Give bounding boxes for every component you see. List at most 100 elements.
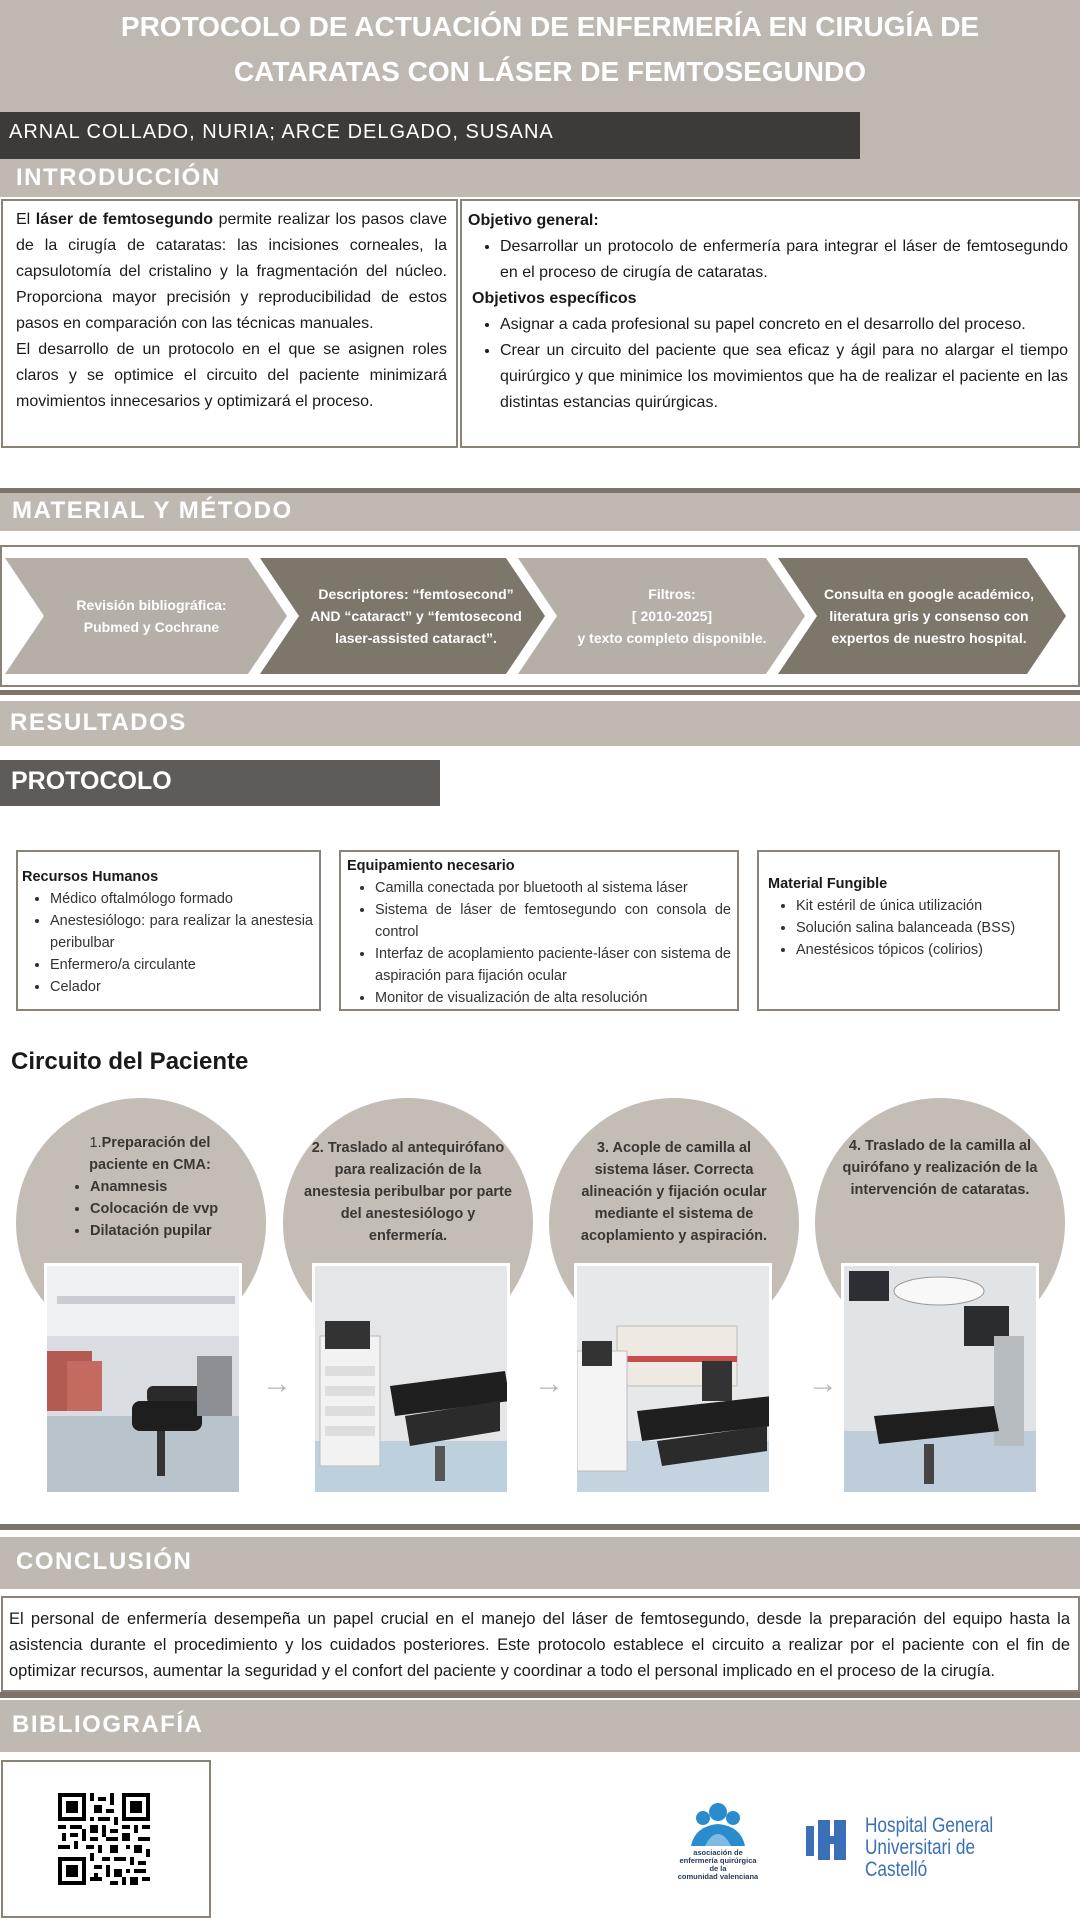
- intro-band: [0, 159, 1080, 197]
- human-resources-item: Celador: [50, 976, 315, 998]
- intro-p1-start: El: [16, 211, 36, 228]
- bibliography-box: [1, 1760, 211, 1918]
- chevron-2: [260, 558, 545, 674]
- bibliography-rule: [0, 1692, 1080, 1698]
- equipment-list: Camilla conectada por bluetooth al siste…: [375, 877, 733, 1009]
- equipment-item: Monitor de visualización de alta resoluc…: [375, 987, 733, 1009]
- step-3-text: 3. Acople de camilla al sistema láser. C…: [580, 1140, 768, 1244]
- method-step-3-line: Filtros:: [648, 586, 696, 602]
- step-1-item: Dilatación pupilar: [90, 1220, 240, 1242]
- step-1-photo: [44, 1263, 242, 1495]
- qr-code-icon[interactable]: [58, 1793, 150, 1885]
- step-1-number: 1.: [89, 1135, 102, 1151]
- step-1-title: Preparación del paciente en CMA:: [89, 1135, 211, 1173]
- conclusion-box: El personal de enfermería desempeña un p…: [1, 1596, 1080, 1692]
- step-4-text: 4. Traslado de la camilla al quirófano y…: [842, 1138, 1038, 1198]
- method-step-3: Filtros: [ 2010-2025] y texto completo dis…: [556, 558, 788, 674]
- association-logo-text: asociación de enfermería quirúrgica de l…: [656, 1849, 780, 1881]
- method-step-4-line: literatura gris y consenso con: [829, 608, 1029, 624]
- hospital-logo-text: Hospital General Universitari de Castell…: [865, 1815, 1041, 1881]
- equipment-box: Equipamiento necesario Camilla conectada…: [339, 850, 739, 1011]
- authors: ARNAL COLLADO, NURIA; ARCE DELGADO, SUSA…: [9, 121, 554, 143]
- hospital-logo-icon: [806, 1820, 846, 1860]
- hospital-name-line-1: Hospital General: [865, 1814, 994, 1837]
- step-3-photo: [574, 1263, 772, 1495]
- intro-p1-rest: permite realizar los pasos clave de la c…: [16, 211, 447, 332]
- conclusion-rule: [0, 1524, 1080, 1530]
- title-line-1: PROTOCOLO DE ACTUACIÓN DE ENFERMERÍA EN …: [120, 11, 980, 42]
- results-rule: [0, 690, 1080, 695]
- human-resources-list: Médico oftalmólogo formado Anestesiólogo…: [50, 888, 315, 998]
- bibliography-heading: BIBLIOGRAFÍA: [12, 1711, 204, 1738]
- human-resources-box: Recursos Humanos Médico oftalmólogo form…: [16, 850, 321, 1011]
- method-rule: [0, 488, 1080, 493]
- human-resources-heading: Recursos Humanos: [22, 869, 159, 885]
- fungible-item: Kit estéril de única utilización: [796, 895, 1054, 917]
- general-objective-item: Desarrollar un protocolo de enfermería p…: [500, 234, 1068, 286]
- objectives-box: Objetivo general: Desarrollar un protoco…: [460, 199, 1080, 448]
- association-line: comunidad valenciana: [677, 1872, 759, 1881]
- conclusion-band: [0, 1537, 1080, 1589]
- hospital-name-line-2: Universitari de Castelló: [865, 1836, 976, 1881]
- chevron-3: [518, 558, 805, 674]
- authors-band: [0, 112, 860, 159]
- step-2-photo: [312, 1263, 510, 1495]
- fungible-item: Solución salina balanceada (BSS): [796, 917, 1054, 939]
- method-step-1-line: Pubmed y Cochrane: [83, 619, 220, 635]
- method-step-2: Descriptores: “femtosecond” AND “cataract…: [300, 558, 532, 674]
- protocol-band: [0, 760, 440, 806]
- fungible-heading: Material Fungible: [768, 876, 888, 892]
- method-step-4-line: Consulta en google académico,: [823, 586, 1035, 602]
- method-step-3-line: y texto completo disponible.: [577, 630, 767, 646]
- intro-heading: INTRODUCCIÓN: [16, 164, 221, 191]
- specific-objectives-heading: Objetivos específicos: [472, 290, 637, 307]
- intro-paragraph-1: El láser de femtosegundo permite realiza…: [16, 207, 447, 337]
- results-heading: RESULTADOS: [10, 709, 187, 736]
- equipment-item: Camilla conectada por bluetooth al siste…: [375, 877, 733, 899]
- chevron-4: [778, 558, 1066, 674]
- intro-text-box: El láser de femtosegundo permite realiza…: [1, 199, 458, 448]
- association-line: de la: [709, 1864, 727, 1873]
- human-resources-item: Médico oftalmólogo formado: [50, 888, 315, 910]
- specific-objectives-list: Asignar a cada profesional su papel conc…: [500, 312, 1068, 416]
- chevron-1: [5, 558, 287, 674]
- method-step-4: Consulta en google académico, literatura …: [816, 558, 1042, 674]
- title-band-right: [860, 112, 1080, 159]
- method-step-2-line: AND “cataract” y “femtosecond: [310, 608, 522, 624]
- equipment-heading: Equipamiento necesario: [347, 858, 515, 874]
- bibliography-band: [0, 1700, 1080, 1752]
- association-line: asociación de: [693, 1848, 743, 1857]
- circuit-arrow-1: →: [262, 1367, 292, 1400]
- human-resources-item: Anestesiólogo: para realizar la anestesi…: [50, 910, 315, 954]
- human-resources-item: Enfermero/a circulante: [50, 954, 315, 976]
- equipment-item: Interfaz de acoplamiento paciente-láser …: [375, 943, 733, 987]
- conclusion-text: El personal de enfermería desempeña un p…: [9, 1610, 1070, 1680]
- circuit-arrow-3: →: [808, 1367, 838, 1400]
- circuit-arrow-2: →: [534, 1367, 564, 1400]
- specific-objective-item: Crear un circuito del paciente que sea e…: [500, 338, 1068, 416]
- step-1-text: 1.Preparación del paciente en CMA: Anamn…: [60, 1132, 240, 1242]
- association-line: enfermería quirúrgica: [679, 1856, 757, 1865]
- general-objective-list: Desarrollar un protocolo de enfermería p…: [500, 234, 1068, 286]
- step-1-item: Anamnesis: [90, 1176, 240, 1198]
- title-band: [0, 0, 1080, 112]
- method-step-2-line: Descriptores: “femtosecond”: [318, 586, 514, 602]
- method-chevrons: [5, 558, 1066, 674]
- specific-objective-item: Asignar a cada profesional su papel conc…: [500, 312, 1068, 338]
- fungible-list: Kit estéril de única utilización Solució…: [796, 895, 1054, 961]
- step-2-text: 2. Traslado al antequirófano para realiz…: [304, 1140, 512, 1244]
- method-step-4-line: expertos de nuestro hospital.: [831, 630, 1027, 646]
- step-1-item: Colocación de vvp: [90, 1198, 240, 1220]
- intro-p1-bold: láser de femtosegundo: [35, 211, 214, 228]
- method-heading: MATERIAL Y MÉTODO: [12, 497, 293, 524]
- results-band: [0, 701, 1080, 746]
- method-step-1: Revisión bibliográfica:Pubmed y Cochrane: [44, 558, 259, 674]
- general-objective-heading: Objetivo general:: [468, 212, 599, 229]
- method-step-3-line: [ 2010-2025]: [631, 608, 713, 624]
- title-line-2: CATARATAS CON LÁSER DE FEMTOSEGUNDO: [233, 56, 867, 87]
- poster-title: PROTOCOLO DE ACTUACIÓN DE ENFERMERÍA EN …: [40, 4, 1060, 94]
- association-logo-icon: [691, 1803, 745, 1846]
- step-4-photo: [841, 1263, 1039, 1495]
- intro-paragraph-2: El desarrollo de un protocolo en el que …: [16, 341, 447, 410]
- equipment-item: Sistema de láser de femtosegundo con con…: [375, 899, 733, 943]
